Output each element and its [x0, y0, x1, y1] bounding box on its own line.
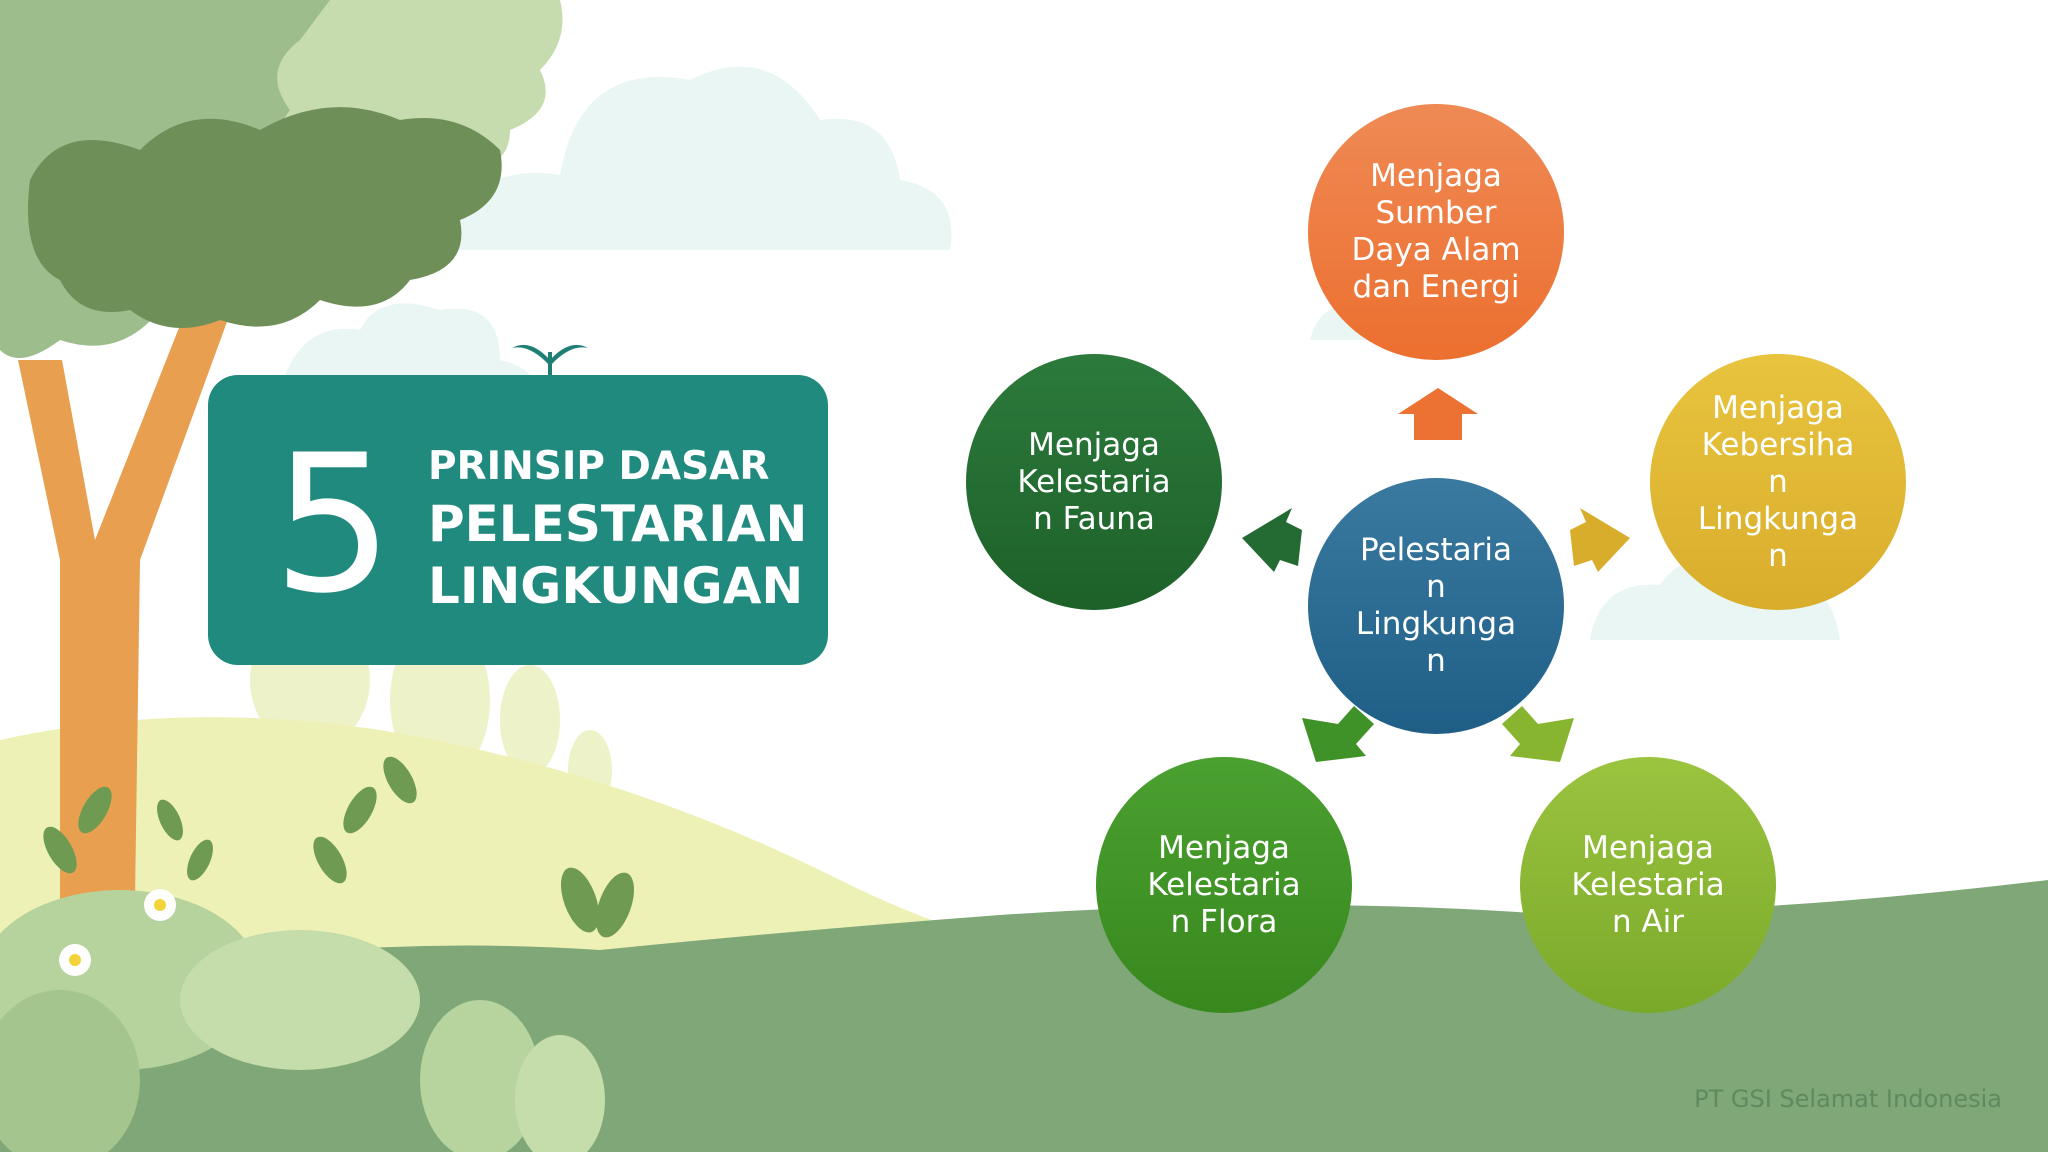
leaf-sprigs	[43, 756, 635, 938]
center-node: Pelestaria n Lingkunga n	[1318, 488, 1554, 724]
title-number: 5	[272, 414, 394, 635]
principle-label-flora: Menjaga Kelestaria n Flora	[1147, 829, 1301, 940]
tree-trunk	[18, 300, 235, 900]
circle-center	[1308, 478, 1564, 734]
arrow-lower-right	[1502, 706, 1574, 762]
principle-label-resources: Menjaga Sumber Daya Alam dan Energi	[1351, 158, 1521, 305]
title-line-3: LINGKUNGAN	[428, 557, 804, 615]
arrow-lower-left	[1302, 706, 1374, 762]
tree-foliage	[0, 0, 563, 358]
connector-arrows	[1242, 388, 1630, 762]
company-watermark: PT GSI Selamat Indonesia	[1694, 1085, 2002, 1113]
principle-label-water: Menjaga Kelestaria n Air	[1571, 829, 1725, 940]
sprout-decoration	[512, 344, 588, 378]
principle-label-cleanliness: Menjaga Kebersiha n Lingkunga n	[1697, 389, 1859, 574]
principle-node-flora: Menjaga Kelestaria n Flora	[1106, 767, 1342, 1003]
principle-label-fauna: Menjaga Kelestaria n Fauna	[1017, 426, 1171, 537]
title-line-1: PRINSIP DASAR	[428, 444, 770, 489]
circle-right	[1650, 354, 1906, 610]
arrow-right	[1570, 508, 1630, 572]
title-line-2: PELESTARIAN	[428, 495, 808, 553]
node-circles	[966, 104, 1906, 1013]
principle-node-fauna: Menjaga Kelestaria n Fauna	[976, 364, 1212, 600]
principle-node-cleanliness: Menjaga Kebersiha n Lingkunga n	[1660, 364, 1896, 600]
circle-lower-right	[1520, 757, 1776, 1013]
principle-node-water: Menjaga Kelestaria n Air	[1530, 767, 1766, 1003]
title-box	[208, 375, 828, 665]
principle-node-resources: Menjaga Sumber Daya Alam dan Energi	[1318, 114, 1554, 350]
circle-top	[1308, 104, 1564, 360]
circle-lower-left	[1096, 757, 1352, 1013]
center-node-label: Pelestaria n Lingkunga n	[1355, 532, 1517, 679]
arrow-left	[1242, 508, 1302, 572]
bushes	[0, 890, 605, 1152]
circle-left	[966, 354, 1222, 610]
arrow-up	[1398, 388, 1478, 440]
